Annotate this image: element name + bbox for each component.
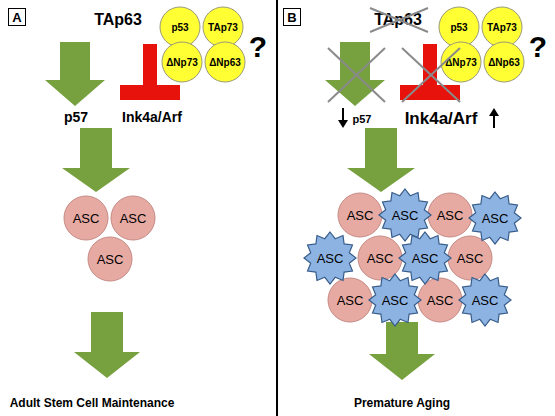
outcome-label: Premature Aging [354,396,450,410]
p53-family-circle-shape [162,42,202,82]
unknown-mark: ? [529,30,547,64]
cross-out-line [370,8,428,32]
stem-cell-circle: ASC [417,277,463,323]
node-label: ASC [337,293,364,308]
gene-name: Ink4a/Arf [122,109,182,125]
decrease-arrow [342,108,344,122]
node-label: ASC [482,211,509,226]
damaged-stem-cell-star-shape [469,192,521,244]
damaged-stem-cell-star: ASC [458,273,512,327]
p53-family-circle-shape [203,7,243,47]
damaged-stem-cell-star-shape [459,274,511,326]
damaged-stem-cell-star: ASC [368,273,422,327]
node-label: ASC [382,293,409,308]
p53-family-circle: ΔNp73 [440,41,482,83]
node-label: ΔNp63 [488,57,520,68]
stem-cell-circle-shape [448,236,492,280]
p53-family-circle: ΔNp63 [204,41,246,83]
outcome-label: Adult Stem Cell Maintenance [10,396,175,410]
node-label: TAp73 [208,22,238,33]
stem-cell-circle: ASC [357,235,403,281]
panel-letter: B [287,10,296,25]
node-label: ASC [317,251,344,266]
gene-name: Ink4a/Arf [405,109,478,129]
p53-family-circle-shape [160,7,200,47]
stem-cell-circle: ASC [427,192,473,238]
stem-cell-circle-shape [428,193,472,237]
node-label: TAp73 [487,22,517,33]
p53-family-circle-shape [439,7,479,47]
stem-cell-circle-shape [88,237,132,281]
cross-out-line [328,48,385,102]
cross-out-line [328,48,385,102]
node-label: ΔNp73 [445,57,477,68]
damaged-stem-cell-star-shape [304,232,356,284]
p53-family-circle-shape [482,7,522,47]
node-label: ΔNp73 [166,57,198,68]
node-label: ASC [457,251,484,266]
stem-cell-circle-shape [111,196,155,240]
unknown-mark: ? [249,30,267,64]
node-label: ASC [412,251,439,266]
damaged-stem-cell-star-shape [379,189,431,241]
p53-family-circle-shape [441,42,481,82]
node-label: p53 [171,22,188,33]
stem-cell-circle: ASC [63,195,109,241]
node-label: ASC [437,208,464,223]
activation-arrow [347,128,415,192]
panel-divider [276,0,278,416]
damaged-stem-cell-star-shape [399,232,451,284]
stem-cell-circle-shape [328,278,372,322]
damaged-stem-cell-star-shape [369,274,421,326]
panel-letter-box: B [283,8,301,26]
node-label: ASC [347,208,374,223]
stem-cell-circle: ASC [447,235,493,281]
activation-arrow [45,42,105,106]
gene-name: p57 [64,109,88,125]
damaged-stem-cell-star: ASC [468,191,522,245]
p53-family-circle: ΔNp73 [161,41,203,83]
node-label: ASC [392,208,419,223]
increase-arrow [493,114,495,128]
node-label: ASC [97,252,124,267]
p53-family-circle-shape [205,42,245,82]
cross-out-line [370,8,428,32]
stem-cell-circle-shape [358,236,402,280]
node-label: ASC [73,211,100,226]
p53-family-circle-shape [484,42,524,82]
protein-name: TAp63 [94,11,142,29]
protein-name: TAp63 [374,11,422,29]
p53-family-circle: ΔNp63 [483,41,525,83]
panel-letter: A [12,10,21,25]
activation-arrow [369,322,435,380]
node-label: ASC [367,251,394,266]
decrease-arrowhead [338,120,348,128]
node-label: ASC [427,293,454,308]
stem-cell-circle-shape [418,278,462,322]
node-label: ASC [120,211,147,226]
stem-cell-circle: ASC [337,192,383,238]
panel-letter-box: A [8,8,26,26]
node-label: ASC [472,293,499,308]
activation-arrow [62,128,130,192]
activation-arrow [74,312,140,378]
activation-arrow [325,42,385,106]
stem-cell-circle-shape [64,196,108,240]
node-label: ΔNp63 [209,57,241,68]
damaged-stem-cell-star: ASC [303,231,357,285]
gene-name: p57 [353,113,372,125]
damaged-stem-cell-star: ASC [398,231,452,285]
stem-cell-circle-shape [338,193,382,237]
stem-cell-circle: ASC [87,236,133,282]
stem-cell-circle: ASC [327,277,373,323]
stem-cell-circle: ASC [110,195,156,241]
increase-arrowhead [489,108,499,116]
node-label: p53 [450,22,467,33]
